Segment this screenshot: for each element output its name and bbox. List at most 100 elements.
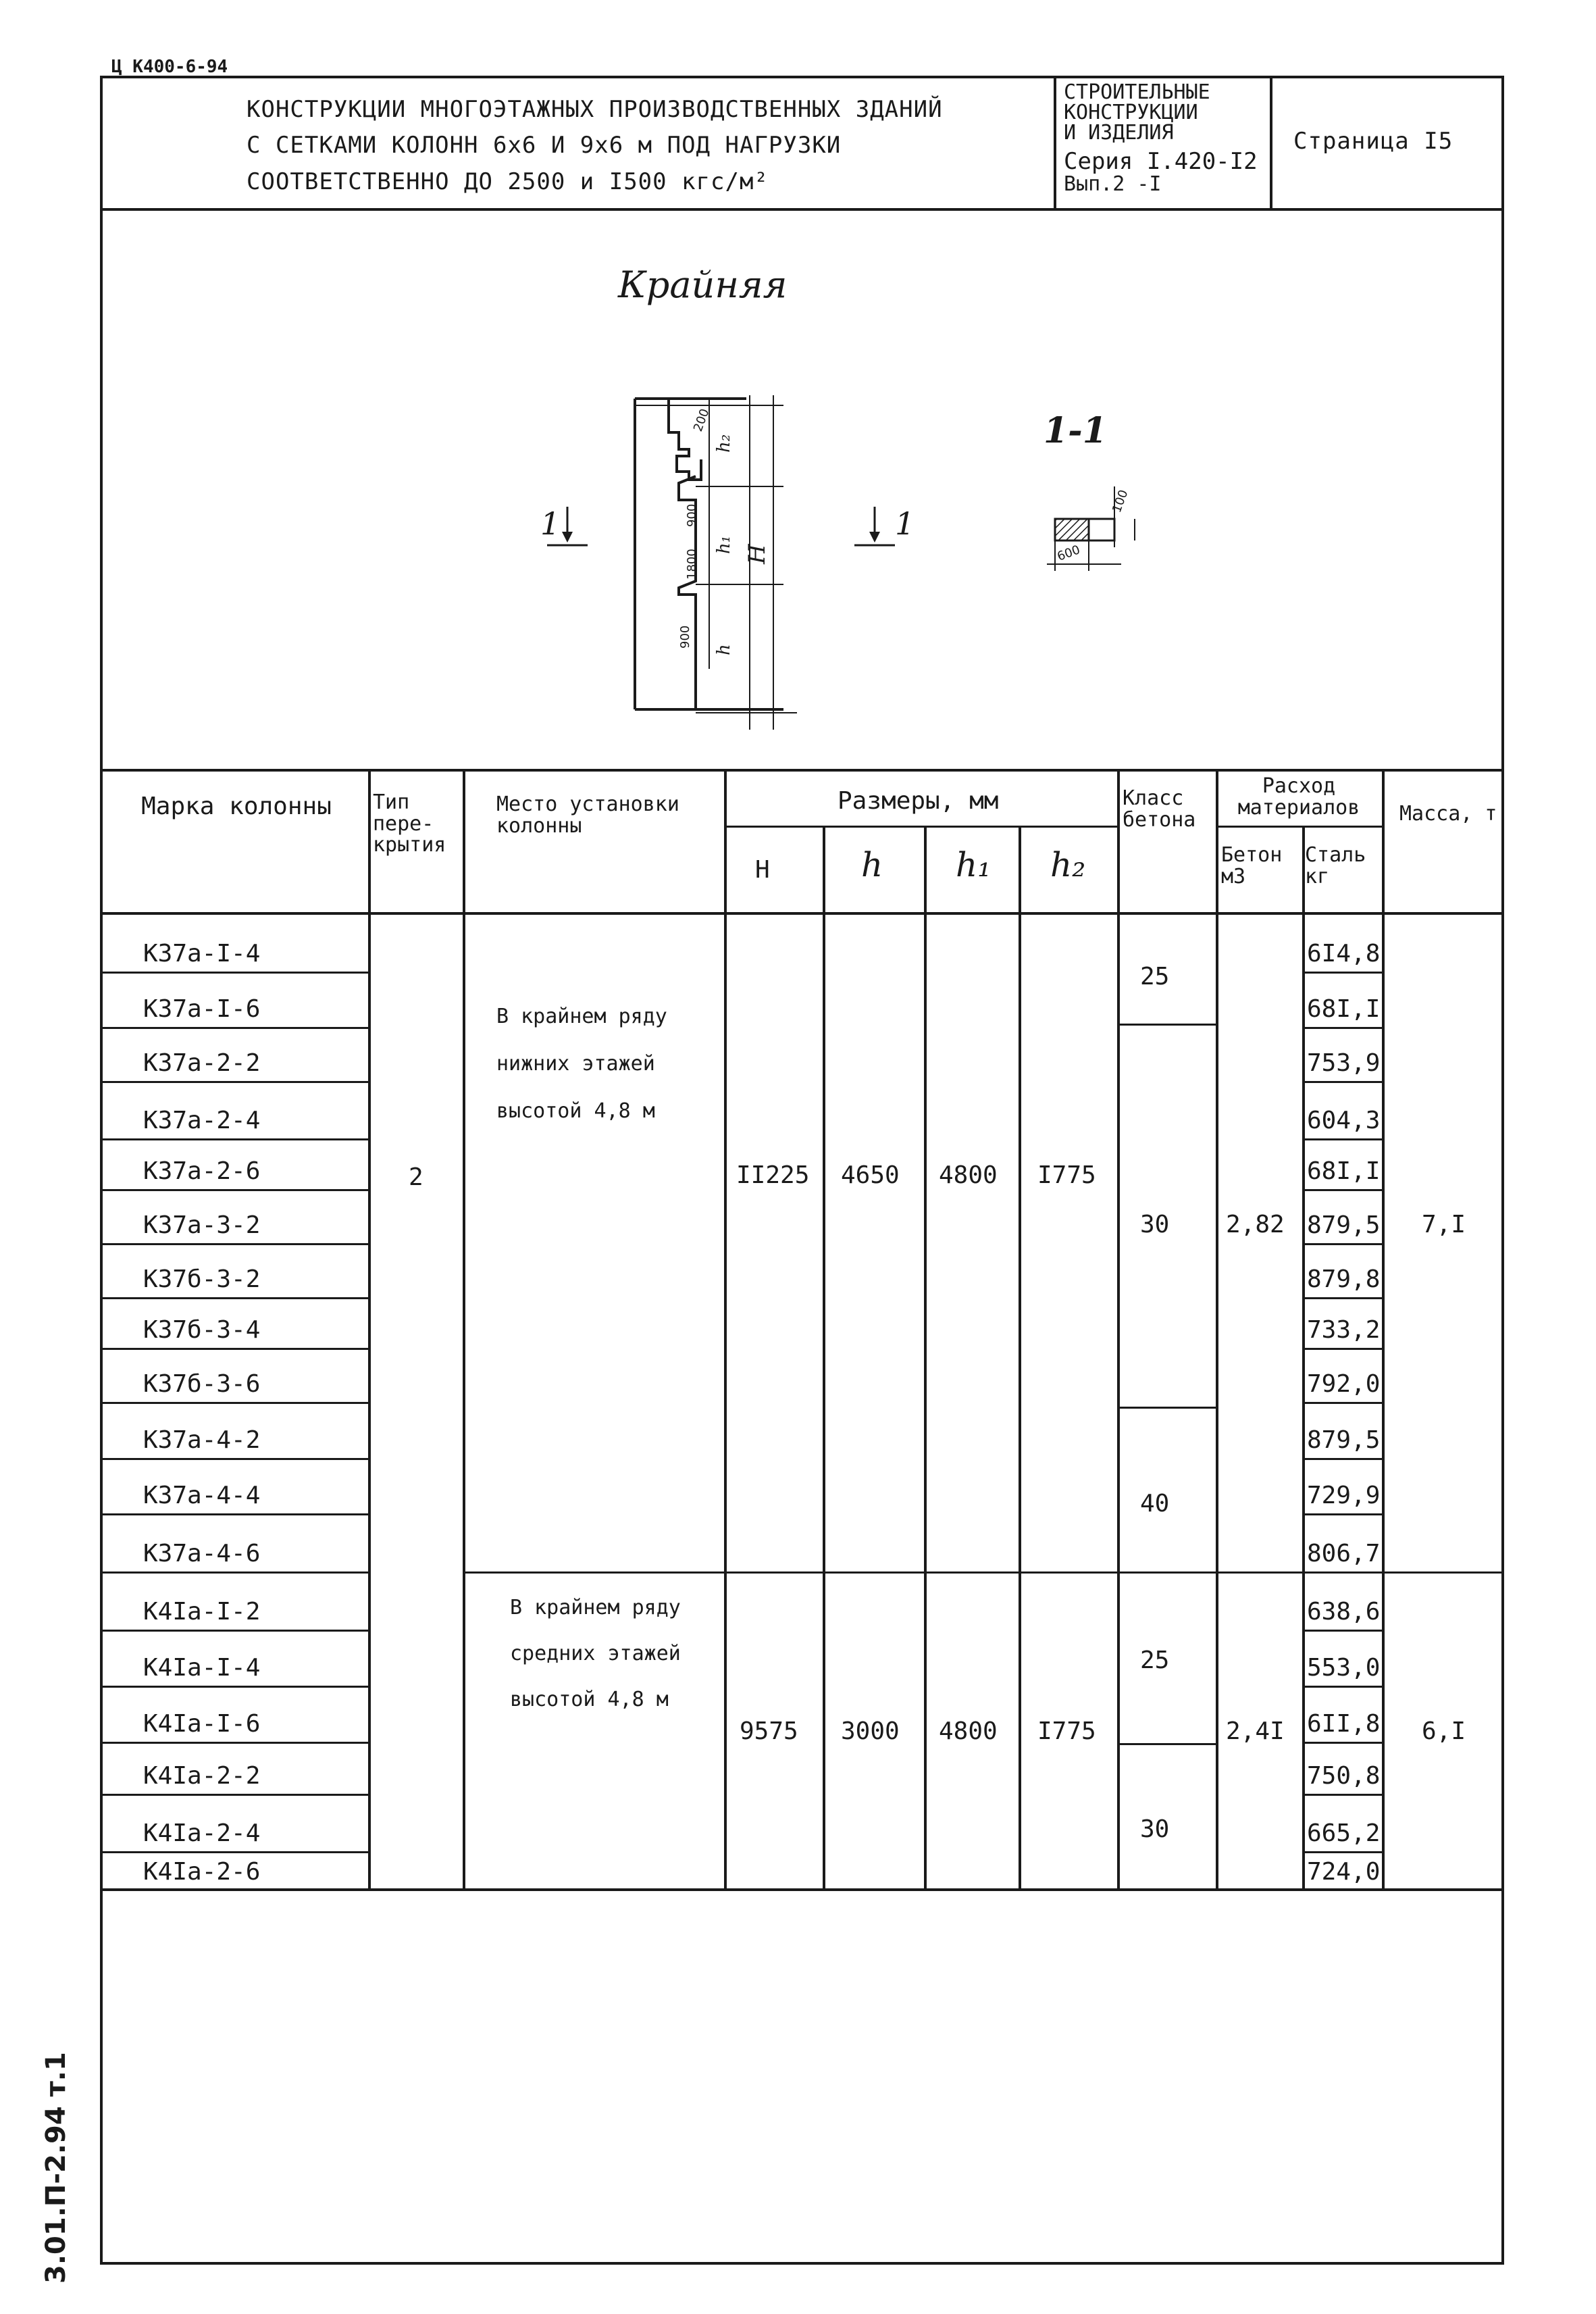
- dim-1800-label: 1800: [685, 549, 699, 580]
- row-divider: [100, 1851, 368, 1853]
- row-mark: К37а-4-4: [143, 1482, 261, 1509]
- col-line-1: [368, 769, 371, 1890]
- group2-h: 3000: [841, 1717, 900, 1745]
- header-type: Тип пере-крытия: [373, 790, 446, 857]
- header-H: Н: [755, 856, 770, 884]
- row-mark: К37а-I-4: [143, 940, 261, 967]
- row-steel: 806,7: [1307, 1540, 1381, 1567]
- title-line-3: СООТВЕТСТВЕННО ДО 2500 и I500 кгс/м²: [247, 168, 769, 195]
- class-sep-1: [1117, 1024, 1216, 1026]
- group2-mass: 6,I: [1422, 1717, 1466, 1745]
- section-dim-600: 600: [1056, 543, 1082, 563]
- row-steel: 879,5: [1307, 1426, 1381, 1454]
- header-h1: h₁: [956, 845, 992, 884]
- steel-underline: [1302, 1851, 1382, 1853]
- row-steel: 665,2: [1307, 1819, 1381, 1847]
- document-code: Ц К400-6-94: [111, 57, 228, 77]
- row-divider: [100, 1513, 368, 1515]
- concrete-group-separator: [1216, 1571, 1302, 1574]
- group2-place-2: средних этажей: [510, 1642, 681, 1665]
- dim-h2-label: h₂: [714, 434, 734, 453]
- row-mark: К37а-4-6: [143, 1540, 261, 1567]
- row-steel: 753,9: [1307, 1049, 1381, 1077]
- row-divider: [100, 1794, 368, 1796]
- col-line-3: [724, 769, 727, 1890]
- group2-h2: I775: [1037, 1717, 1096, 1745]
- series-line-3: И ИЗДЕЛИЯ: [1064, 121, 1174, 145]
- row-divider: [100, 1742, 368, 1744]
- group1-h1: 4800: [939, 1161, 998, 1189]
- row-mark: К4Iа-2-6: [143, 1858, 261, 1886]
- steel-underline: [1302, 1794, 1382, 1796]
- row-divider: [100, 1027, 368, 1029]
- column-elevation-drawing: h₂ h₁ H h 200 900 1800 900: [634, 395, 797, 730]
- dim-h1-label: h₁: [714, 536, 734, 554]
- group1-h2: I775: [1037, 1161, 1096, 1189]
- dim-900-label: 900: [685, 504, 699, 527]
- row-mark: К4Iа-I-6: [143, 1710, 261, 1738]
- title-line-1: КОНСТРУКЦИИ МНОГОЭТАЖНЫХ ПРОИЗВОДСТВЕННЫ…: [247, 96, 943, 123]
- group1-place-1: В крайнем ряду: [496, 1005, 667, 1028]
- mass-group-separator: [1382, 1571, 1504, 1574]
- dim-h-label: h: [714, 644, 734, 655]
- row-divider: [100, 1189, 368, 1191]
- steel-underline: [1302, 1027, 1382, 1029]
- row-divider: [100, 1458, 368, 1460]
- steel-underline: [1302, 1742, 1382, 1744]
- row-steel: 68I,I: [1307, 1157, 1381, 1185]
- row-steel: 792,0: [1307, 1370, 1381, 1398]
- group1-mass: 7,I: [1422, 1211, 1466, 1238]
- row-mark: К37а-2-2: [143, 1049, 261, 1077]
- row-steel: 604,3: [1307, 1107, 1381, 1134]
- title-block-bottom-line: [100, 208, 1504, 211]
- row-divider: [100, 1243, 368, 1245]
- row-divider: [100, 1138, 368, 1140]
- row-divider: [100, 972, 368, 974]
- col-line-4: [823, 826, 825, 1890]
- section-dim-100: 100: [1110, 488, 1131, 514]
- row-steel: 750,8: [1307, 1762, 1381, 1790]
- header-concrete: Бетон м3: [1221, 843, 1283, 888]
- row-steel: 724,0: [1307, 1858, 1381, 1886]
- steel-underline: [1302, 1189, 1382, 1191]
- steel-underline: [1302, 1402, 1382, 1404]
- row-mark: К37б-3-4: [143, 1316, 261, 1344]
- row-steel: 6II,8: [1307, 1710, 1381, 1738]
- row-divider: [100, 1081, 368, 1083]
- sizes-subheader-line: [724, 826, 1117, 828]
- group-sep-sizes: [724, 1571, 1216, 1574]
- row-divider: [100, 1571, 368, 1574]
- row-steel: 553,0: [1307, 1654, 1381, 1682]
- header-place: Место установки колонны: [496, 793, 679, 838]
- steel-underline: [1302, 1458, 1382, 1460]
- place-group-separator: [463, 1571, 724, 1574]
- cut-label-left: 1: [540, 505, 561, 542]
- section-drawing: 600 100: [1047, 486, 1135, 571]
- row-mark: К37б-3-6: [143, 1370, 261, 1398]
- group2-concrete: 2,4I: [1226, 1717, 1285, 1745]
- group2-place-1: В крайнем ряду: [510, 1596, 681, 1619]
- col-line-7: [1117, 769, 1120, 1890]
- side-stamp: 3.01.П-2.94 т.1: [41, 2052, 72, 2284]
- group1-place-2: нижних этажей: [496, 1052, 655, 1076]
- col-line-9: [1302, 826, 1305, 1890]
- steel-underline: [1302, 1348, 1382, 1350]
- group1-concrete: 2,82: [1226, 1211, 1285, 1238]
- header-h2: h₂: [1050, 845, 1086, 884]
- steel-underline: [1302, 1243, 1382, 1245]
- section-label: 1-1: [1044, 410, 1107, 451]
- title-block-divider-2: [1270, 76, 1272, 209]
- group2-H: 9575: [740, 1717, 798, 1745]
- group1-place-3: высотой 4,8 м: [496, 1099, 655, 1123]
- steel-underline: [1302, 1513, 1382, 1515]
- header-mass: Масса, т: [1399, 802, 1497, 826]
- class-sep-2: [1117, 1407, 1216, 1409]
- series-line-4: Серия I.420-I2: [1064, 148, 1258, 175]
- group2-class-30: 30: [1140, 1815, 1170, 1843]
- series-line-5: Вып.2 -I: [1064, 172, 1162, 196]
- col-line-2: [463, 769, 465, 1890]
- row-steel: 879,8: [1307, 1265, 1381, 1293]
- steel-underline: [1302, 972, 1382, 974]
- row-mark: К4Iа-2-2: [143, 1762, 261, 1790]
- cut-arrow-left-icon: [547, 507, 588, 547]
